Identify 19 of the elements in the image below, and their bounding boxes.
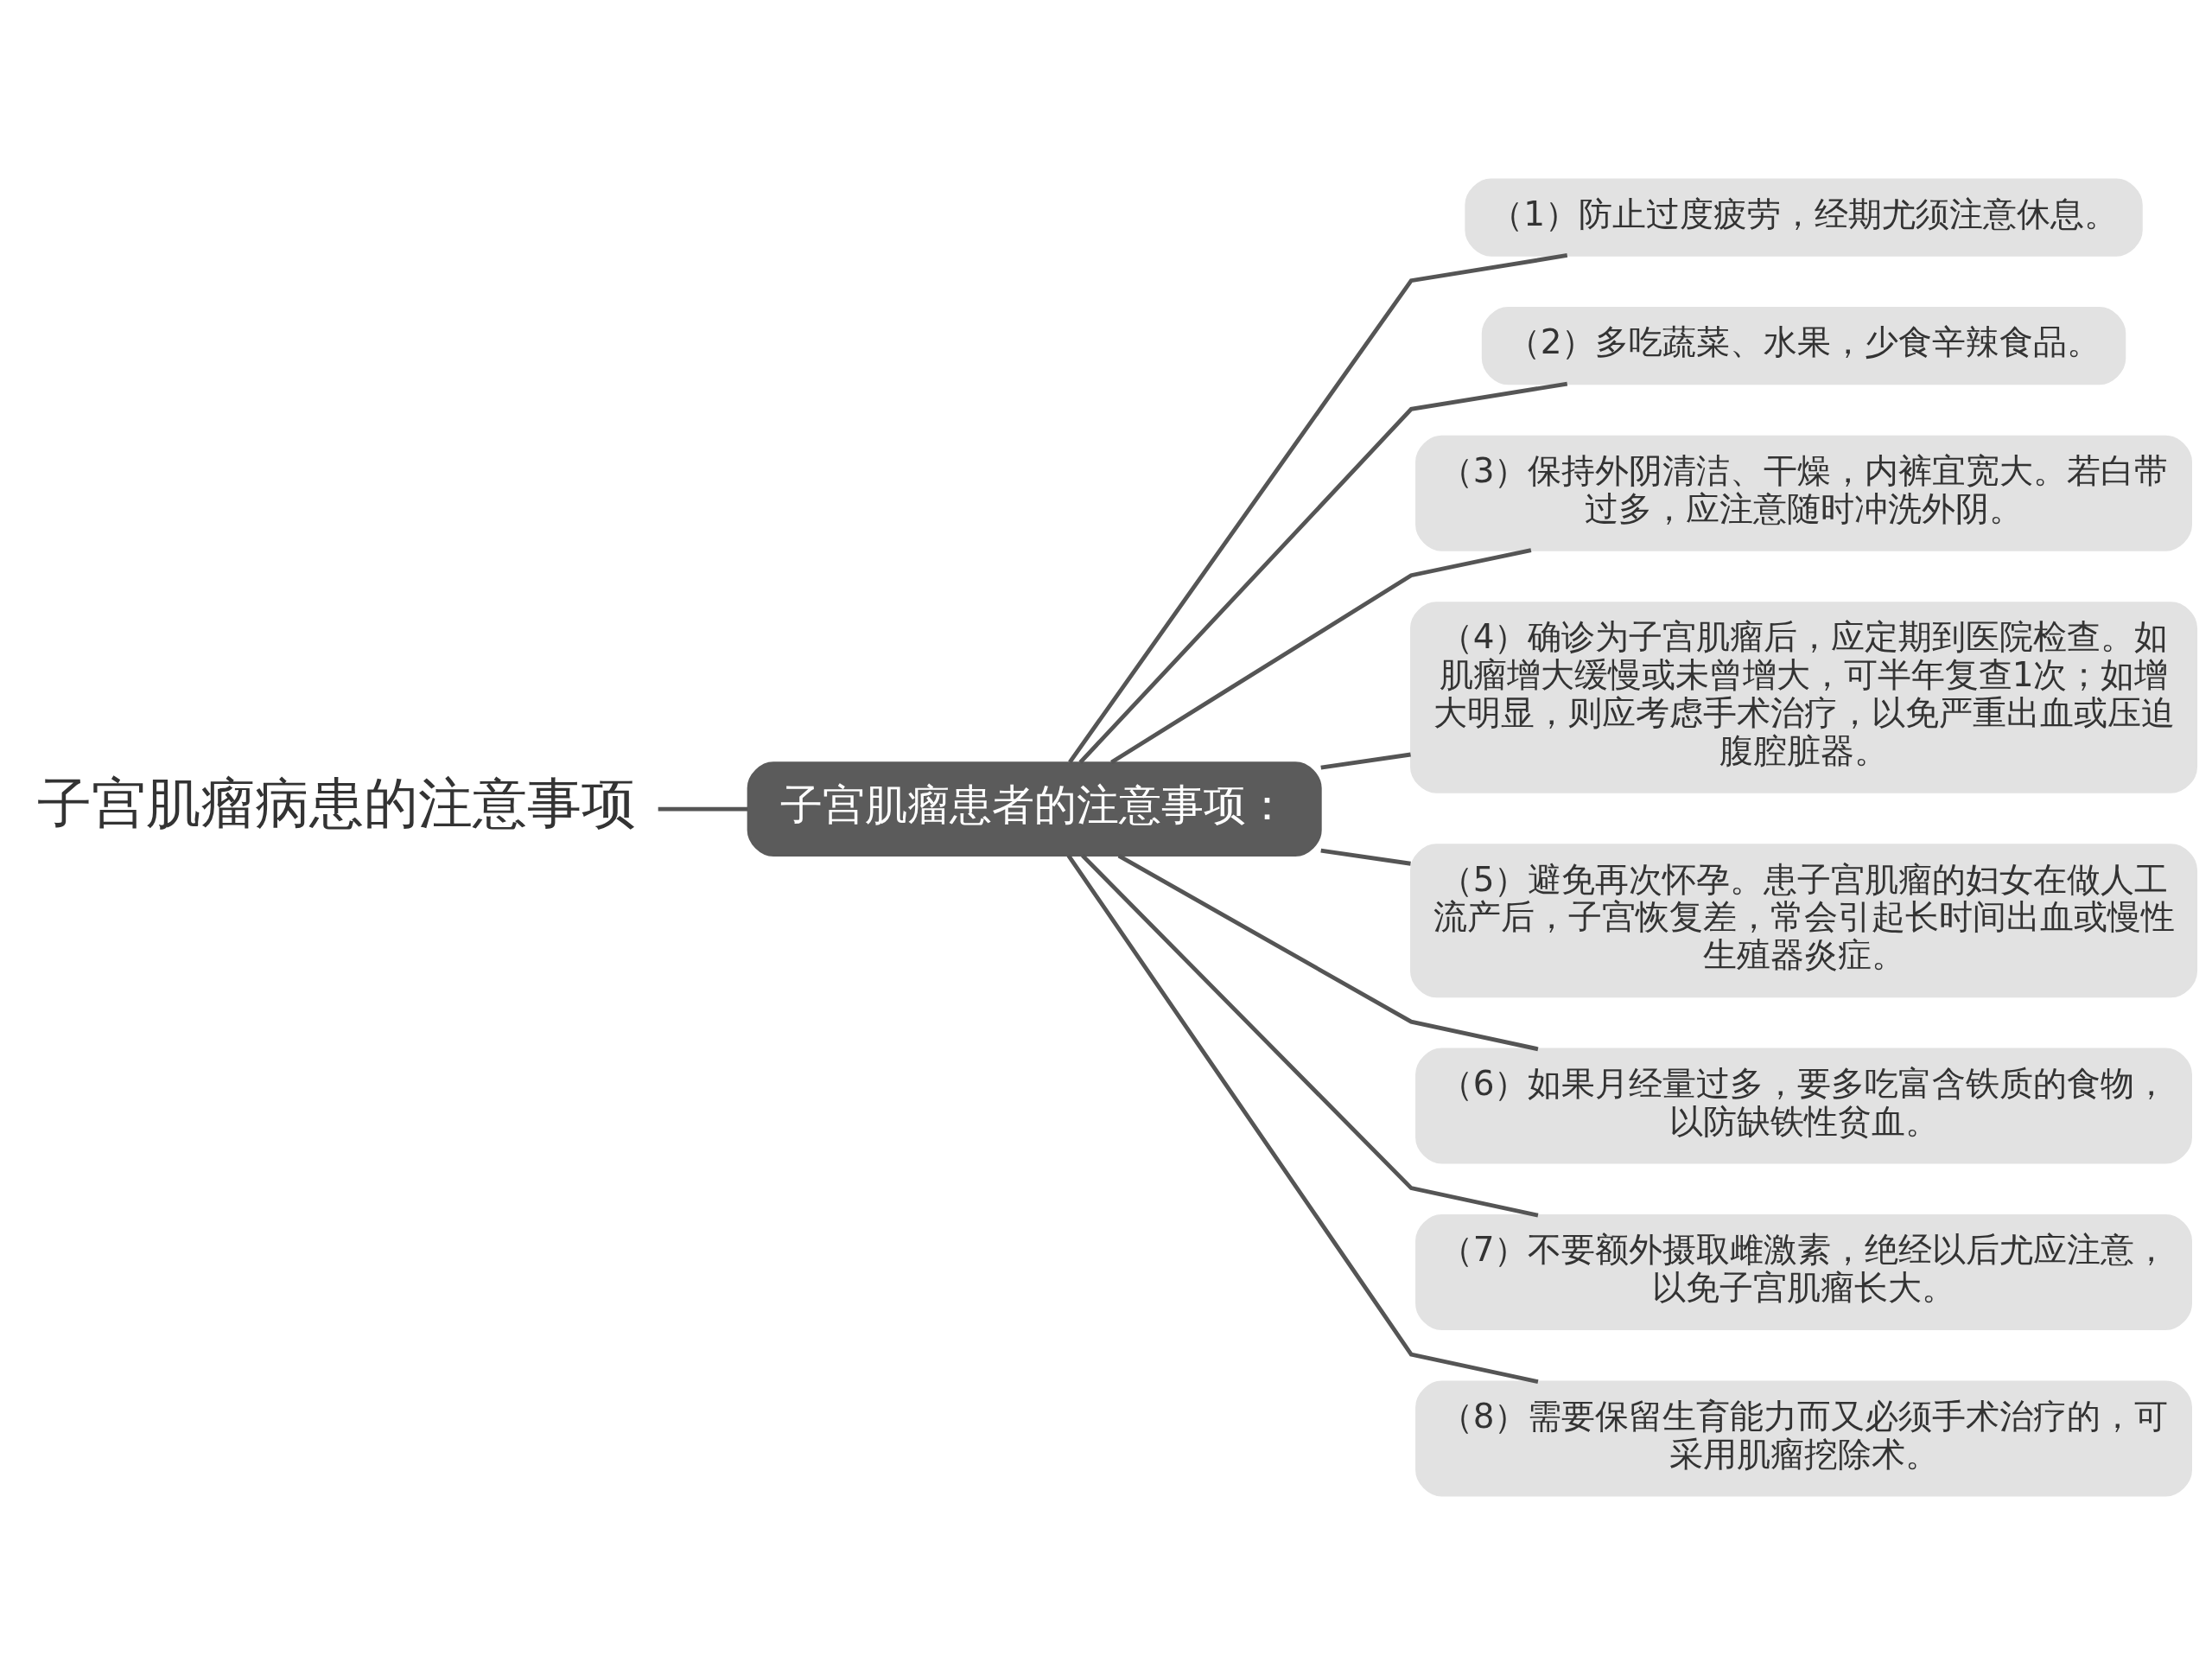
node-box: （5）避免再次怀孕。患子宫肌瘤的妇女在做人工流产后，子宫恢复差，常会引起长时间出血或慢性生殖器炎症。 [1410, 844, 2198, 998]
connector [1078, 381, 1568, 764]
connector [1081, 854, 1539, 1218]
node-box: （8）需要保留生育能力而又必须手术治疗的，可采用肌瘤挖除术。 [1415, 1380, 2192, 1497]
connector [1066, 854, 1539, 1385]
connector [658, 806, 748, 812]
node-box: 子宫肌瘤患者的注意事项： [747, 761, 1322, 857]
connector [1320, 848, 1411, 866]
node-box: （1）防止过度疲劳，经期尤须注意休息。 [1465, 178, 2143, 257]
connector [1117, 854, 1539, 1052]
node-box: （3）保持外阴清洁、干燥，内裤宜宽大。若白带过多，应注意随时冲洗外阴。 [1415, 435, 2192, 551]
node-box: （4）确诊为子宫肌瘤后，应定期到医院检查。如肌瘤增大缓慢或未曾增大，可半年复查1次；如增大明显，则应考虑手术治疗，以免严重出血或压迫腹腔脏器。 [1410, 602, 2198, 793]
connector [1320, 752, 1411, 770]
node-text: 子宫肌瘤病患的注意事项 [37, 771, 637, 836]
connector [1110, 548, 1532, 765]
node-box: （6）如果月经量过多，要多吃富含铁质的食物，以防缺铁性贫血。 [1415, 1048, 2192, 1164]
node-box: （2）多吃蔬菜、水果，少食辛辣食品。 [1481, 307, 2126, 385]
connector [1068, 253, 1568, 764]
node-box: （7）不要额外摄取雌激素，绝经以后尤应注意，以免子宫肌瘤长大。 [1415, 1214, 2192, 1331]
